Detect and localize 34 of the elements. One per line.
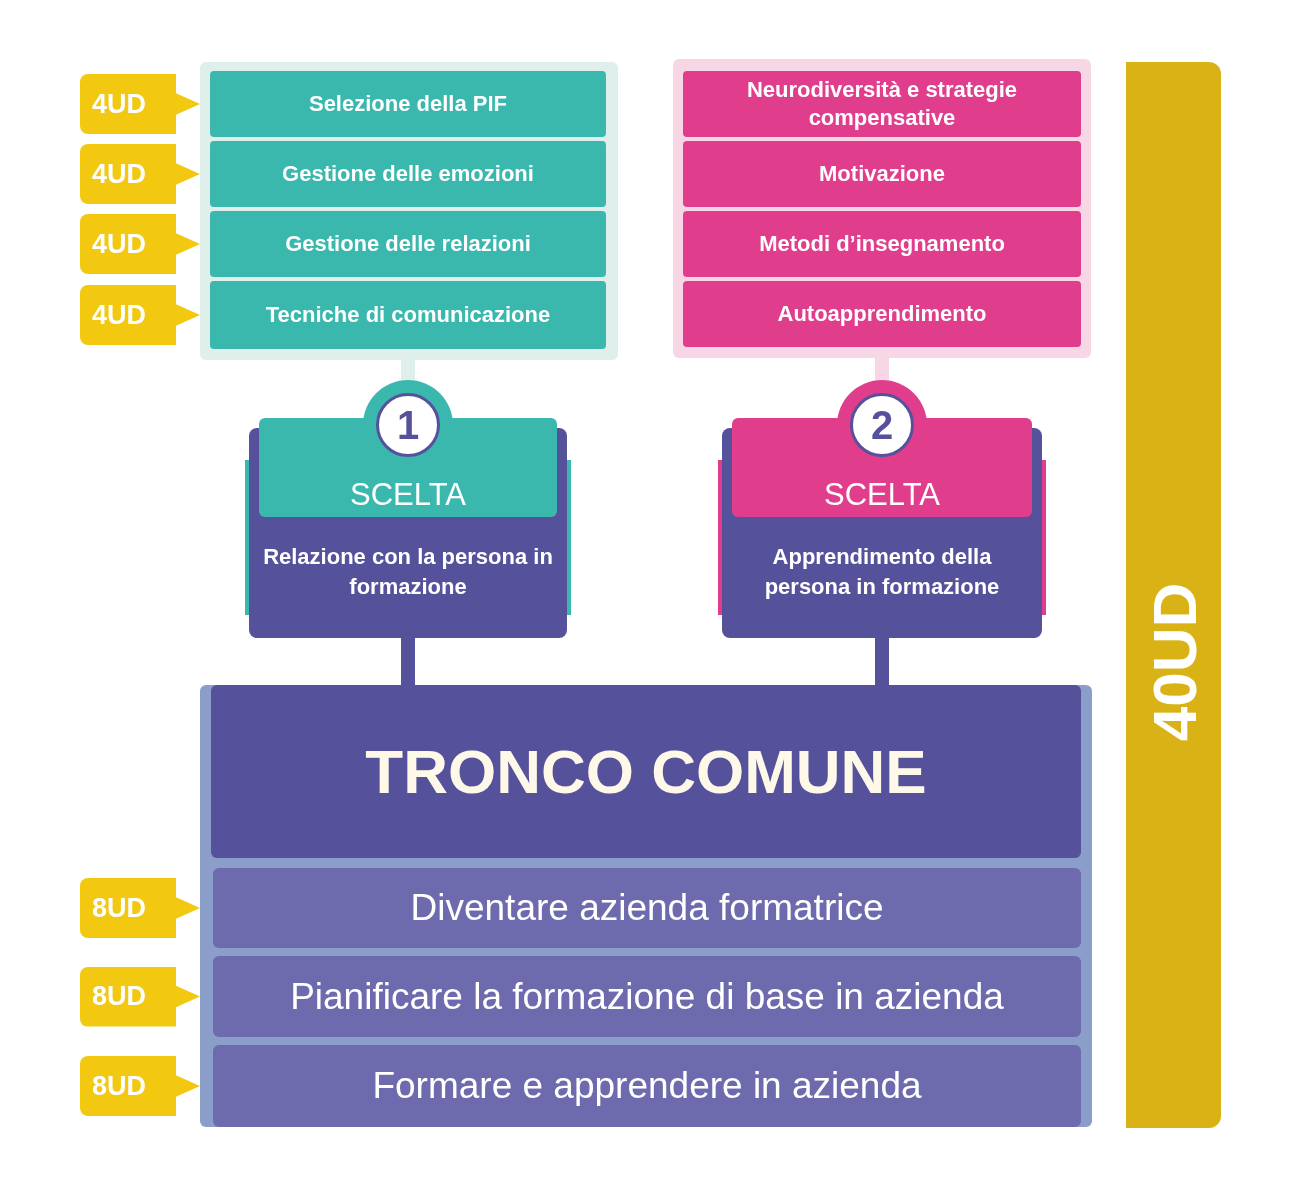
unit-tag: 8UD [80,878,200,938]
topic-box: Selezione della PIF [210,71,606,137]
module-box: Diventare azienda formatrice [213,868,1081,948]
choice-description: Apprendimento della persona in formazione [763,543,1001,601]
choice-heading: SCELTA [823,476,941,514]
choice-card [245,380,571,638]
choice-heading: SCELTA [349,476,467,514]
choice-card [718,380,1046,638]
core-heading-box: TRONCO COMUNE [211,685,1081,858]
topic-box: Metodi d’insegnamento [683,211,1081,277]
total-bar [1126,62,1221,1128]
group-panel [200,685,1092,1127]
choice-description: Relazione con la persona in formazione [262,543,554,601]
unit-tag: 4UD [80,74,200,134]
unit-tag: 4UD [80,214,200,274]
connector-stem [401,638,415,685]
topic-box: Tecniche di comunicazione [210,281,606,349]
group-panel [200,62,618,360]
unit-tag: 4UD [80,285,200,345]
group-panel [673,59,1091,358]
topic-box: Gestione delle emozioni [210,141,606,207]
topic-box: Autoapprendimento [683,281,1081,347]
module-box: Pianificare la formazione di base in azienda [213,956,1081,1037]
module-box: Formare e apprendere in azienda [213,1045,1081,1127]
connector-stem [875,358,889,380]
unit-tag: 8UD [80,1056,200,1116]
topic-box: Gestione delle relazioni [210,211,606,277]
connector-stem [401,360,415,380]
unit-tag: 4UD [80,144,200,204]
connector-stem [875,638,889,685]
unit-tag: 8UD [80,966,200,1027]
topic-box: Motivazione [683,141,1081,207]
topic-box: Neurodiversità e strategie compensative [683,71,1081,137]
total-label: 40UD [1138,582,1209,742]
